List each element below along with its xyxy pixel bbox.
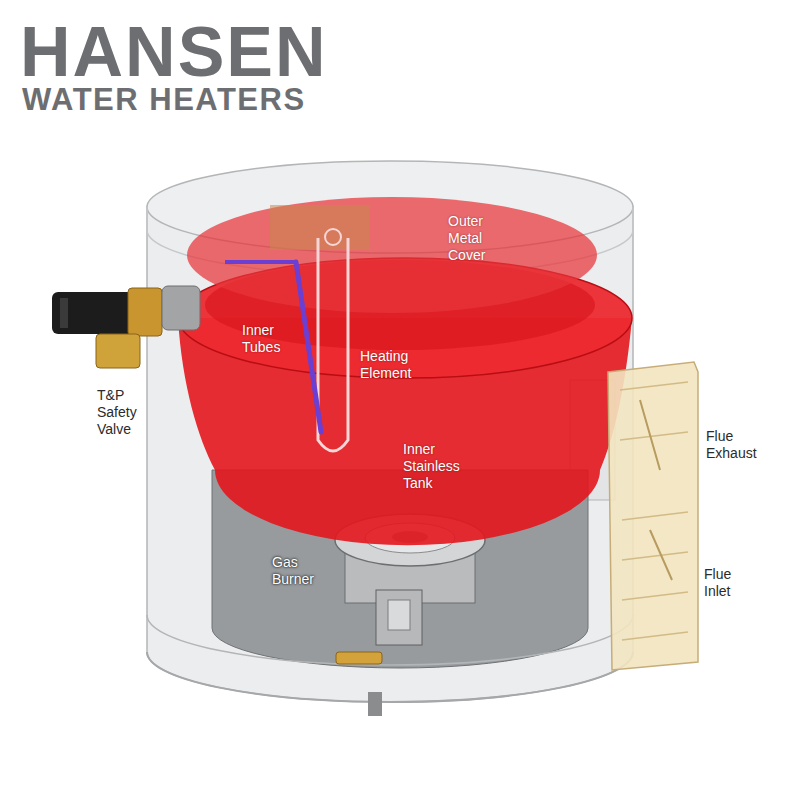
part-label: Inner Tubes (242, 322, 280, 356)
part-label: Gas Burner (272, 554, 314, 588)
control-board (270, 205, 370, 250)
gas-valve (376, 590, 422, 645)
part-label: Flue Inlet (704, 566, 731, 600)
tank-top (187, 197, 597, 313)
flue-assembly (608, 362, 698, 670)
flue-ribs (620, 382, 688, 640)
tp-valve-body (52, 292, 134, 334)
gas-valve-face (388, 600, 410, 630)
inner-tube (296, 262, 321, 432)
inner-tube (225, 260, 296, 264)
mounting-bracket (368, 692, 382, 716)
tp-valve-elbow (96, 334, 140, 368)
gas-inlet (336, 652, 382, 664)
flue-baffles (640, 400, 672, 580)
brand-name: HANSEN (20, 17, 328, 87)
part-label: Outer Metal Cover (448, 213, 485, 264)
heating-element (318, 238, 348, 451)
part-label: Flue Exhaust (706, 428, 757, 462)
tp-valve-port (162, 286, 200, 330)
part-label: T&P Safety Valve (97, 387, 137, 438)
brand-tagline: WATER HEATERS (22, 84, 306, 115)
part-label: Heating Element (360, 348, 411, 382)
tp-valve-fitting (128, 288, 162, 336)
tp-valve-rib (60, 298, 68, 328)
base-edge (147, 652, 633, 702)
part-label: Inner Stainless Tank (403, 441, 460, 492)
element-head (325, 229, 341, 245)
